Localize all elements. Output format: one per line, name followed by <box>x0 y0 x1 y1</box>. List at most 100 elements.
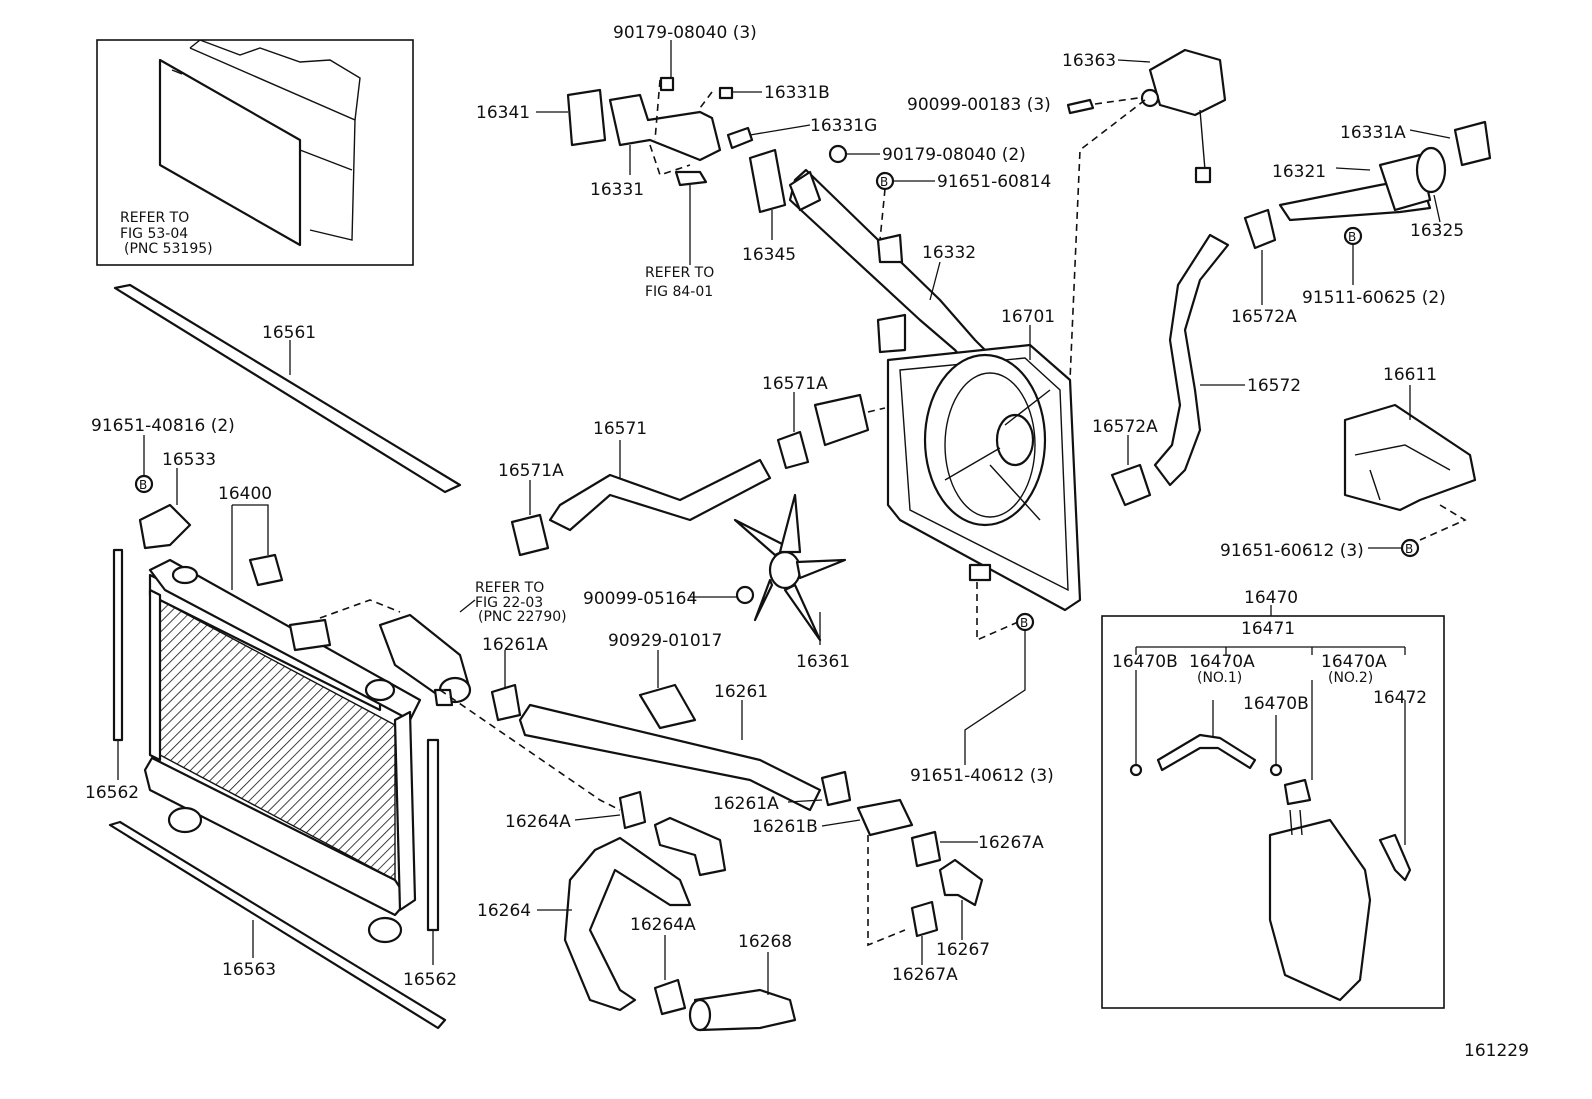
fan-shroud-16701 <box>876 313 1082 642</box>
thermostat-housing-group <box>536 40 880 265</box>
upper-hose-16572 <box>1110 233 1245 507</box>
label-16332: 16332 <box>922 243 976 263</box>
refer-note-tl-3: (PNC 53195) <box>124 241 213 257</box>
bolt-symbol-2: B <box>1348 230 1356 244</box>
label-16472: 16472 <box>1373 688 1427 708</box>
refer-note-mid-1: REFER TO <box>475 580 544 596</box>
clamp-16261A-top <box>490 683 522 722</box>
seal-16562-right <box>426 738 440 932</box>
label-16470A-no1-note: (NO.1) <box>1197 670 1242 686</box>
label-16533: 16533 <box>162 450 216 470</box>
callout-labels: 16341 90179-08040 (3) 16331B 16331G 1633… <box>85 23 1529 1061</box>
tank-16471 <box>1268 818 1372 1002</box>
label-16561: 16561 <box>262 323 316 343</box>
label-16363: 16363 <box>1062 51 1116 71</box>
seal-16562-left <box>112 548 124 742</box>
label-91651-60814: 91651-60814 <box>937 172 1051 192</box>
hose-16472 <box>1378 833 1412 882</box>
label-90099-00183: 90099-00183 (3) <box>907 95 1051 115</box>
clamp-16264A-top <box>618 790 647 830</box>
clamp-16264A-bot <box>653 978 687 1016</box>
fan-16361 <box>690 493 847 645</box>
label-16571A-left: 16571A <box>498 461 564 481</box>
screw-90099 <box>1066 98 1095 115</box>
hose-16470A-no1 <box>1156 733 1257 772</box>
label-16400: 16400 <box>218 484 272 504</box>
reference-box-shroud: REFER TO FIG 53-04 (PNC 53195) <box>96 39 414 266</box>
label-16264A-top: 16264A <box>505 812 571 832</box>
gasket-16325 <box>1415 146 1447 194</box>
hose-16267 <box>867 830 984 965</box>
label-16562-right: 16562 <box>403 970 457 990</box>
joint-16261B <box>856 798 914 837</box>
label-16471: 16471 <box>1241 619 1295 639</box>
nut-90179 <box>659 76 675 92</box>
refer-note-tl-1: REFER TO <box>120 210 189 226</box>
outlet-16571A <box>813 393 870 447</box>
label-16331G: 16331G <box>810 116 877 136</box>
label-16325: 16325 <box>1410 221 1464 241</box>
leader-91651-40612 <box>964 630 1026 765</box>
bolt-symbol-5: B <box>1020 616 1028 630</box>
gasket-16341 <box>566 88 607 147</box>
label-16470A-no2-note: (NO.2) <box>1328 670 1373 686</box>
label-16264A-bot: 16264A <box>630 915 696 935</box>
bolt-symbol-4: B <box>139 478 147 492</box>
clamp-16572A-mid <box>1110 463 1152 507</box>
clamp-16571A-right <box>776 430 810 470</box>
clamp-16267A-bot <box>910 900 939 938</box>
clamp-16572A-top <box>1243 208 1277 250</box>
clamp-16261A-bot <box>820 770 852 807</box>
label-16261: 16261 <box>714 682 768 702</box>
label-16572A-mid: 16572A <box>1092 417 1158 437</box>
refer-note-mid-2: FIG 22-03 <box>475 595 543 611</box>
label-91651-60612: 91651-60612 (3) <box>1220 541 1364 561</box>
label-16572: 16572 <box>1247 376 1301 396</box>
housing-16331 <box>608 93 722 162</box>
radiator-16400: B <box>108 283 462 1030</box>
label-16470A-no1: 16470A <box>1189 652 1255 672</box>
bolt-16331B <box>718 86 734 100</box>
label-16267A-bot: 16267A <box>892 965 958 985</box>
label-16261B: 16261B <box>752 817 818 837</box>
label-16563: 16563 <box>222 960 276 980</box>
label-16261A-top: 16261A <box>482 635 548 655</box>
label-90099-05164: 90099-05164 <box>583 589 697 609</box>
label-90929-01017: 90929-01017 <box>608 631 722 651</box>
label-16268: 16268 <box>738 932 792 952</box>
reservoir-box-16470 <box>1101 605 1445 1009</box>
clamp-16571A-left <box>510 513 550 557</box>
motor-16363 <box>1148 48 1227 117</box>
label-16470: 16470 <box>1244 588 1298 608</box>
cap-16400 <box>248 553 284 587</box>
nut-90179-2 <box>828 144 848 164</box>
label-16572A-top: 16572A <box>1231 307 1297 327</box>
gasket-16345 <box>748 148 787 214</box>
bolt-symbol-1: B <box>880 175 888 189</box>
refer-note-top-1: REFER TO <box>645 265 714 281</box>
label-91651-40816: 91651-40816 (2) <box>91 416 235 436</box>
refer-note-tl-2: FIG 53-04 <box>120 226 188 242</box>
label-16331A: 16331A <box>1340 123 1406 143</box>
label-16571A-right: 16571A <box>762 374 828 394</box>
label-16267: 16267 <box>936 940 990 960</box>
hose-16571 <box>510 392 886 557</box>
stud-16331G <box>726 126 754 150</box>
sensor-ref-84 <box>674 170 708 187</box>
label-91511-60625: 91511-60625 (2) <box>1302 288 1446 308</box>
seal-16563 <box>108 820 447 1030</box>
thermostat-16331A <box>1453 120 1492 167</box>
label-16562-left: 16562 <box>85 783 139 803</box>
refer-note-top-2: FIG 84-01 <box>645 284 713 300</box>
bolt-symbol-3: B <box>1405 542 1413 556</box>
thermostat-right-group: B <box>1029 48 1492 401</box>
label-90179-08040-2: 90179-08040 (2) <box>882 145 1026 165</box>
hose-16264 <box>537 790 727 1016</box>
label-91651-40612: 91651-40612 (3) <box>910 766 1054 786</box>
refer-note-mid-3: (PNC 22790) <box>478 609 567 625</box>
label-16470B-left: 16470B <box>1112 652 1178 672</box>
label-16361: 16361 <box>796 652 850 672</box>
label-16264: 16264 <box>477 901 531 921</box>
label-16321: 16321 <box>1272 162 1326 182</box>
